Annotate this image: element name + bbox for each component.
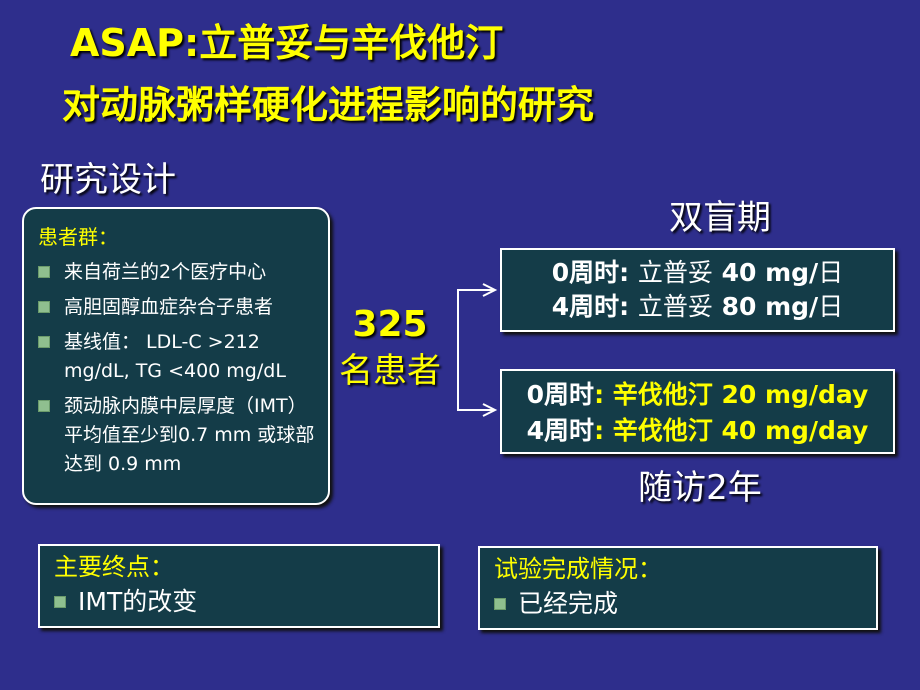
followup-label: 随访2年 (638, 468, 762, 508)
arm2-week: 0周时 (526, 380, 595, 409)
arm1-drug: 立普妥 (637, 258, 713, 287)
arm1-week: 4周时: (551, 292, 638, 321)
patient-population-box: 患者群： 来自荷兰的2个医疗中心 高胆固醇血症杂合子患者 基线值： LDL-C … (22, 207, 330, 505)
arm2-week: 4周时 (526, 416, 595, 445)
double-blind-label: 双盲期 (669, 198, 771, 238)
primary-endpoint-box: 主要终点： IMT的改变 (38, 544, 440, 628)
arm1-line-1: 0周时: 立普妥 40 mg/日 (502, 256, 893, 290)
square-bullet-icon (38, 301, 50, 313)
square-bullet-icon (54, 596, 66, 608)
arm1-unit: 日 (818, 258, 844, 287)
arm1-dose: 40 mg/ (712, 258, 819, 287)
trial-status-box: 试验完成情况： 已经完成 (478, 546, 878, 630)
list-item: 已经完成 (494, 586, 862, 622)
square-bullet-icon (38, 400, 50, 412)
arm2-dose: : 辛伐他汀 40 mg/day (594, 416, 869, 445)
status-item: 已经完成 (518, 589, 619, 618)
title-line-2: 对动脉粥样硬化进程影响的研究 (62, 83, 595, 127)
section-subtitle: 研究设计 (40, 160, 176, 200)
status-heading: 试验完成情况： (494, 555, 662, 583)
atorvastatin-arm-box: 0周时: 立普妥 40 mg/日 4周时: 立普妥 80 mg/日 (500, 248, 895, 332)
list-item: 来自荷兰的2个医疗中心 (38, 258, 320, 287)
arm2-line-1: 0周时: 辛伐他汀 20 mg/day (502, 377, 893, 413)
patient-item-text: 来自荷兰的2个医疗中心 (64, 261, 267, 283)
simvastatin-arm-box: 0周时: 辛伐他汀 20 mg/day 4周时: 辛伐他汀 40 mg/day (500, 369, 895, 454)
list-item: 高胆固醇血症杂合子患者 (38, 293, 320, 322)
arm1-dose: 80 mg/ (712, 292, 819, 321)
title-line-1: ASAP:立普妥与辛伐他汀 (70, 21, 504, 65)
patient-count: 325 (352, 304, 428, 345)
branch-line (457, 289, 495, 411)
square-bullet-icon (494, 598, 506, 610)
list-item: 颈动脉内膜中层厚度（IMT）平均值至少到0.7 mm 或球部达到 0.9 mm (38, 392, 320, 479)
square-bullet-icon (38, 336, 50, 348)
patient-item-text: 基线值： LDL-C >212 mg/dL, TG <400 mg/dL (64, 331, 286, 382)
enrollment-count: 325 名患者 (332, 302, 448, 394)
patient-count-label: 名患者 (339, 351, 441, 391)
arrow-head-icon (482, 283, 498, 297)
arm1-drug: 立普妥 (637, 292, 713, 321)
arm1-line-2: 4周时: 立普妥 80 mg/日 (502, 290, 893, 324)
arm2-line-2: 4周时: 辛伐他汀 40 mg/day (502, 413, 893, 449)
endpoint-heading: 主要终点： (54, 553, 174, 581)
list-item: 基线值： LDL-C >212 mg/dL, TG <400 mg/dL (38, 328, 320, 386)
patient-box-heading: 患者群： (38, 225, 118, 249)
list-item: IMT的改变 (54, 584, 424, 620)
square-bullet-icon (38, 266, 50, 278)
patient-item-text: 高胆固醇血症杂合子患者 (64, 296, 274, 318)
arrow-head-icon (482, 403, 498, 417)
arm1-week: 0周时: (551, 258, 638, 287)
patient-item-text: 颈动脉内膜中层厚度（IMT）平均值至少到0.7 mm 或球部达到 0.9 mm (64, 395, 315, 475)
endpoint-item: IMT的改变 (78, 587, 198, 616)
arm1-unit: 日 (818, 292, 844, 321)
arm2-dose: : 辛伐他汀 20 mg/day (594, 380, 869, 409)
